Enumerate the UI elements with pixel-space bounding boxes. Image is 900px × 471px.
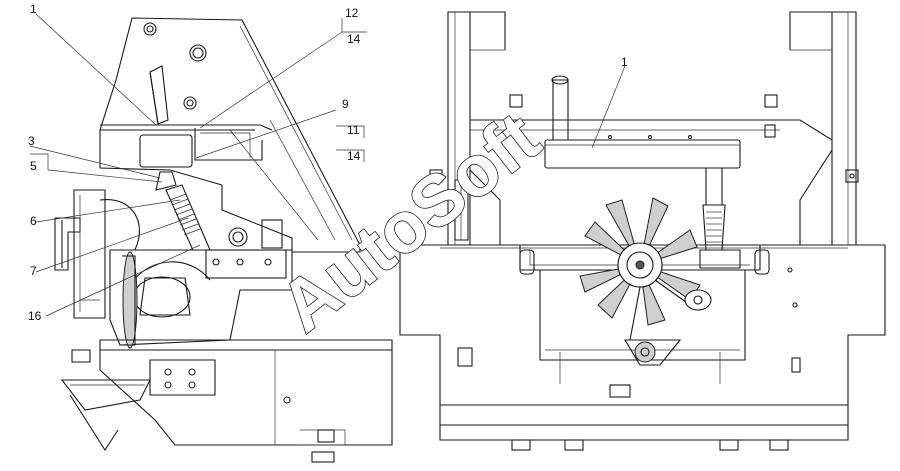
callout-7: 7 bbox=[30, 264, 37, 278]
callout-1-right: 1 bbox=[621, 55, 628, 69]
right-callouts: 1 bbox=[591, 55, 628, 149]
fan-icon bbox=[579, 197, 701, 326]
callout-9: 9 bbox=[342, 97, 349, 111]
callout-5: 5 bbox=[30, 159, 37, 173]
callout-14-mid: 14 bbox=[347, 149, 361, 163]
watermark-text: AutoSoft bbox=[266, 97, 555, 347]
callout-6: 6 bbox=[30, 214, 37, 228]
callout-12: 12 bbox=[345, 6, 359, 20]
right-front-view bbox=[399, 11, 886, 451]
callout-3: 3 bbox=[28, 134, 35, 148]
callout-16: 16 bbox=[28, 309, 42, 323]
callout-11: 11 bbox=[347, 123, 360, 137]
left-side-view bbox=[54, 17, 393, 463]
callout-14-top: 14 bbox=[347, 32, 361, 46]
left-callouts: 1 12 14 9 3 5 11 14 6 7 16 bbox=[28, 2, 367, 323]
callout-1-left: 1 bbox=[30, 2, 37, 16]
